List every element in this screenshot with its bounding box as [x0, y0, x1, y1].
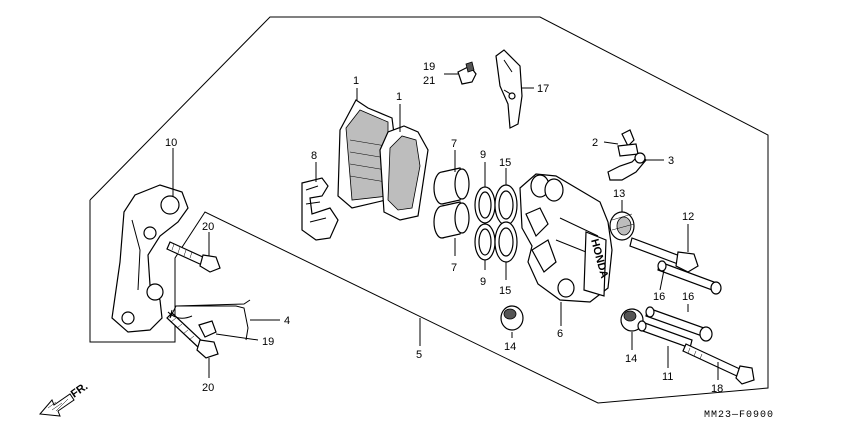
part-17-pad-spring: [495, 49, 523, 129]
part-11-pin: [637, 320, 693, 349]
callout-15a: 15: [499, 157, 511, 169]
part-18-long-bolt: [682, 343, 755, 385]
part-14-boot-left: [500, 305, 524, 331]
assembly-outline: [89, 16, 769, 404]
callout-10: 10: [165, 137, 177, 149]
callout-13: 13: [613, 188, 625, 200]
leader-lines: [172, 73, 719, 380]
callout-5: 5: [416, 349, 422, 361]
part-4-spring: [167, 299, 251, 341]
part-2-fitting: [617, 129, 639, 157]
callout-19a: 19: [423, 61, 435, 73]
part-7-piston-lower: [433, 201, 470, 239]
part-9-seal-lower: [474, 223, 496, 261]
callout-14b: 14: [625, 353, 637, 365]
part-12-pin-bolt: [629, 237, 699, 273]
callout-8: 8: [311, 150, 317, 162]
callout-20b: 20: [202, 382, 214, 394]
part-15-seal-lower: [494, 221, 518, 263]
callout-9b: 9: [480, 276, 486, 288]
callout-20a: 20: [202, 221, 214, 233]
callout-18: 18: [711, 383, 723, 395]
part-8-shim: [301, 177, 339, 241]
callout-3: 3: [668, 155, 674, 167]
part-16-sleeve-upper: [657, 260, 722, 295]
callout-12: 12: [682, 211, 694, 223]
figure-code: MM23—F0900: [704, 410, 774, 421]
callout-14a: 14: [504, 341, 516, 353]
part-10-bracket: [111, 184, 189, 333]
forward-arrow: FR.: [38, 380, 90, 417]
part-13-boot: [609, 211, 635, 241]
callout-7a: 7: [451, 138, 457, 150]
part-15-seal-upper: [494, 184, 518, 226]
callout-15b: 15: [499, 285, 511, 297]
part-9-seal-upper: [474, 186, 496, 224]
callout-11: 11: [662, 371, 673, 383]
callout-16b: 16: [682, 291, 694, 303]
part-20-bolt-lower: [166, 312, 219, 359]
arrow-icon: [38, 393, 75, 417]
part-19-21-bleed-screw: [457, 61, 477, 85]
callout-16a: 16: [653, 291, 665, 303]
callout-4: 4: [284, 315, 290, 327]
callout-21: 21: [423, 75, 435, 87]
part-16-sleeve-lower: [645, 306, 713, 342]
callout-7b: 7: [451, 262, 457, 274]
callout-9a: 9: [480, 149, 486, 161]
callout-labels: 1 1 8 7 9 15 7 9 15 19 21 17 2 3 13 12 1…: [165, 61, 723, 395]
part-1-pad-front: [379, 125, 429, 221]
callout-1a: 1: [353, 75, 359, 87]
callout-17: 17: [537, 83, 549, 95]
callout-2: 2: [592, 137, 598, 149]
callout-1b: 1: [396, 91, 402, 103]
part-20-bolt-upper: [166, 241, 221, 273]
part-3-hose-joint: [607, 152, 647, 181]
part-19-lower-bolt: [198, 320, 217, 338]
part-6-caliper-body: HONDA: [519, 173, 613, 303]
callout-6: 6: [557, 328, 563, 340]
callout-19b: 19: [262, 336, 274, 348]
part-7-piston-upper: [433, 167, 470, 205]
